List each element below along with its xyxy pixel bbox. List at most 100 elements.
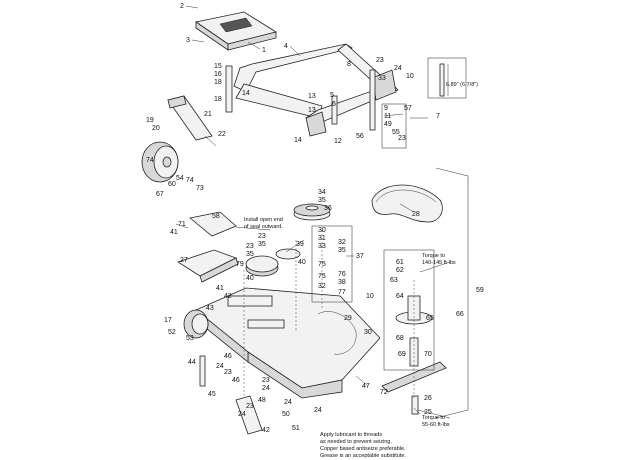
callout-3: 3 [186, 37, 190, 44]
caster-wheel [141, 141, 179, 183]
callout-18b: 18 [214, 96, 222, 103]
lubricant-note: Apply lubricant to threads as needed to … [320, 432, 406, 459]
callout-23c: 23 [258, 233, 266, 240]
callout-24e: 24 [284, 399, 292, 406]
callout-65: 65 [426, 315, 434, 322]
spindle-stack-box [383, 249, 435, 371]
callout-21: 21 [204, 111, 212, 118]
mower-deck [195, 287, 381, 399]
seal-note-line-1: Install open end [244, 217, 283, 223]
callout-labels: 2 3 1 4 15 16 18 14 18 8 23 24 10 33 5 6… [146, 3, 484, 434]
callout-10a: 10 [406, 73, 414, 80]
callout-23a: 23 [376, 57, 384, 64]
callout-12: 12 [334, 138, 342, 145]
callout-27: 27 [180, 257, 188, 264]
callout-67: 67 [156, 191, 164, 198]
callout-34: 34 [318, 189, 326, 196]
callout-14b: 14 [294, 137, 302, 144]
lift-link-bracket-box [381, 103, 407, 149]
callout-64: 64 [396, 293, 404, 300]
callout-24b: 24 [216, 363, 224, 370]
idler-stack-box [311, 225, 353, 303]
callout-58: 58 [212, 213, 220, 220]
caster-arm [167, 95, 213, 141]
dimension-note: 6.89" (6 7/8") [446, 82, 478, 88]
callout-9: 9 [384, 105, 388, 112]
callout-22: 22 [218, 131, 226, 138]
callout-13b: 13 [308, 107, 316, 114]
dimension-text: 6.89" (6 7/8") [446, 82, 478, 88]
callout-54: 54 [176, 175, 184, 182]
drive-belt [371, 184, 443, 223]
torque-note-top: Torque to 140-145 ft-lbs [422, 253, 456, 266]
callout-46b: 46 [232, 377, 240, 384]
callout-23d: 23 [246, 243, 254, 250]
callout-76a: 76 [338, 271, 346, 278]
lubricant-line-4: Grease is an acceptable substitute. [320, 453, 406, 459]
callout-1: 1 [262, 47, 266, 54]
callout-33: 33 [378, 75, 386, 82]
callout-46a: 46 [224, 353, 232, 360]
callout-45: 45 [208, 391, 216, 398]
callout-33b: 33 [318, 243, 326, 250]
callout-38: 38 [338, 279, 346, 286]
callout-73: 73 [196, 185, 204, 192]
callout-69: 69 [398, 351, 406, 358]
callout-51: 51 [292, 425, 300, 432]
torque-bottom-line-1: Torque to [422, 415, 445, 421]
callout-72: 72 [380, 389, 388, 396]
callout-55: 55 [392, 129, 400, 136]
idler-pulley [293, 203, 331, 221]
callout-75a: 75 [318, 261, 326, 268]
callout-24d: 24 [238, 411, 246, 418]
callout-35d: 35 [246, 251, 254, 258]
callout-63: 63 [390, 277, 398, 284]
leader-lines [175, 5, 451, 419]
callout-28: 28 [412, 211, 420, 218]
callout-26: 26 [424, 395, 432, 402]
callout-20: 20 [152, 125, 160, 132]
callout-24f: 24 [314, 407, 322, 414]
callout-35a: 35 [318, 197, 326, 204]
callout-48: 48 [258, 397, 266, 404]
callout-11: 11 [384, 113, 391, 120]
seal-note-line-2: of seal outward. [244, 224, 283, 230]
callout-43: 43 [206, 305, 214, 312]
callout-42a: 42 [224, 293, 232, 300]
callout-47: 47 [362, 383, 370, 390]
callout-40a: 40 [298, 259, 306, 266]
lubricant-line-1: Apply lubricant to threads [320, 432, 382, 438]
callout-75b: 75 [318, 273, 326, 280]
callout-74b: 74 [186, 177, 194, 184]
callout-41b: 41 [216, 285, 224, 292]
belt-shield-left-edge [199, 257, 239, 283]
callout-41a: 41 [170, 229, 178, 236]
deck-roller [183, 309, 209, 339]
callout-24c: 24 [262, 385, 270, 392]
callout-53: 53 [186, 335, 194, 342]
torque-top-line-2: 140-145 ft-lbs [422, 260, 456, 266]
drive-belt-inner [375, 189, 437, 203]
top-cover-plate [195, 11, 278, 51]
callout-32b: 32 [318, 283, 326, 290]
callout-4: 4 [284, 43, 288, 50]
callout-24a: 24 [394, 65, 402, 72]
callout-18a: 18 [214, 79, 222, 86]
callout-60: 60 [168, 181, 176, 188]
callout-49: 49 [384, 121, 392, 128]
callout-52: 52 [168, 329, 176, 336]
callout-57: 57 [404, 105, 412, 112]
callout-39: 39 [296, 241, 304, 248]
callout-40b: 40 [246, 275, 254, 282]
callout-74a: 74 [146, 157, 154, 164]
anti-scalp-bracket [235, 395, 263, 435]
callout-42b: 42 [262, 427, 270, 434]
torque-bottom-line-2: 55-60 ft-lbs [422, 422, 450, 428]
callout-29: 29 [344, 315, 352, 322]
callout-16: 16 [214, 71, 222, 78]
deck-pin [199, 355, 206, 387]
callout-17: 17 [164, 317, 172, 324]
callout-79: 79 [236, 261, 244, 268]
callout-23b: 23 [398, 135, 406, 142]
